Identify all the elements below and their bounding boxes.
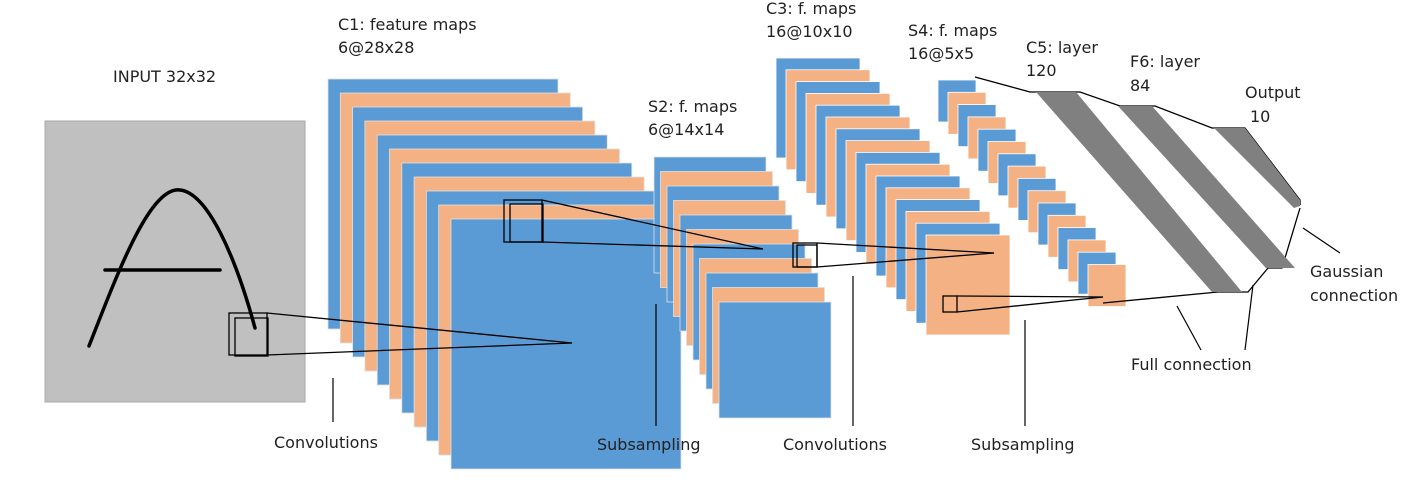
s4-size: 16@5x5 xyxy=(908,44,974,63)
s4-title: S4: f. maps xyxy=(908,21,997,40)
s2-kernel-box-back xyxy=(796,244,818,268)
c1-feature-map-stack xyxy=(327,78,682,470)
projection-input-to-c1-top xyxy=(266,312,573,344)
projection-s2-to-c3-bottom xyxy=(816,252,995,268)
operation-callouts xyxy=(332,227,1341,426)
operation-labels: Convolutions Subsampling Convolutions Su… xyxy=(274,262,1398,454)
c3-title: C3: f. maps xyxy=(766,0,856,18)
sub2-label: Subsampling xyxy=(971,435,1075,454)
f6-title: F6: layer xyxy=(1130,52,1200,71)
gauss-label-line1: Gaussian xyxy=(1310,262,1383,281)
full-pointer-a xyxy=(1176,305,1202,351)
conv1-label: Convolutions xyxy=(274,433,378,452)
s4-kernel-box-front xyxy=(942,295,958,313)
output-connection-band xyxy=(1214,128,1300,208)
projection-c1-to-s2-top xyxy=(541,199,764,250)
c5-size: 120 xyxy=(1026,61,1057,80)
f6-connection-band xyxy=(1118,106,1295,268)
input-image xyxy=(44,120,306,403)
fully-connected-section xyxy=(974,76,1301,304)
s2-title: S2: f. maps xyxy=(648,97,737,116)
s4-desc: : f. maps xyxy=(928,21,997,40)
projection-input-to-c1-bottom xyxy=(266,342,573,356)
projection-c1-to-s2-bottom xyxy=(541,241,764,250)
c3-name: C3 xyxy=(766,0,787,18)
input-letter-a-arch xyxy=(87,188,257,348)
c3-desc: : f. maps xyxy=(787,0,856,18)
f6-size: 84 xyxy=(1130,76,1150,95)
output-title: Output xyxy=(1245,83,1301,102)
c5-name: C5 xyxy=(1026,38,1047,57)
c1-size: 6@28x28 xyxy=(338,38,414,57)
s2-size: 6@14x14 xyxy=(648,120,724,139)
conv2-label: Convolutions xyxy=(783,435,887,454)
c1-kernel-box-back xyxy=(509,203,544,243)
f6-desc: : layer xyxy=(1149,52,1200,71)
s2-map-11 xyxy=(718,301,832,419)
s4-name: S4 xyxy=(908,21,928,40)
s2-desc: : f. maps xyxy=(668,97,737,116)
s4-receptive-field xyxy=(942,295,958,313)
full-pointer-b xyxy=(1244,284,1254,351)
c3-size: 16@10x10 xyxy=(766,22,853,41)
projection-s2-to-c3-top xyxy=(816,242,995,254)
s2-receptive-field xyxy=(792,242,818,268)
f6-name: F6 xyxy=(1130,52,1149,71)
s4-feature-map-stack xyxy=(937,79,1127,307)
s2-name: S2 xyxy=(648,97,668,116)
projection-lines xyxy=(266,199,1104,356)
layer-titles: C1: feature maps 6@28x28 S2: f. maps 6@1… xyxy=(338,0,1301,139)
output-size: 10 xyxy=(1250,107,1270,126)
c1-receptive-field xyxy=(503,199,544,243)
c1-desc: : feature maps xyxy=(359,15,476,34)
projection-c3-to-s4-bottom xyxy=(956,296,1104,313)
input-receptive-field-back xyxy=(234,317,269,357)
gauss-pointer xyxy=(1302,227,1341,254)
projection-c3-to-s4-top xyxy=(956,295,1104,298)
c5-title: C5: layer xyxy=(1026,38,1098,57)
full-label: Full connection xyxy=(1131,355,1252,374)
c5-connection-band xyxy=(1036,92,1242,292)
gauss-label-line2: connection xyxy=(1310,286,1398,305)
c5-desc: : layer xyxy=(1047,38,1098,57)
c1-map-11 xyxy=(450,218,682,470)
sub1-label: Subsampling xyxy=(597,435,701,454)
s4-map-16 xyxy=(1087,264,1127,307)
c3-feature-map-stack xyxy=(775,57,1011,336)
input-layer: INPUT 32x32 xyxy=(44,67,306,403)
input-label: INPUT 32x32 xyxy=(113,67,216,86)
c1-name: C1 xyxy=(338,15,359,34)
input-receptive-field-front xyxy=(228,312,268,356)
c1-title: C1: feature maps xyxy=(338,15,477,34)
